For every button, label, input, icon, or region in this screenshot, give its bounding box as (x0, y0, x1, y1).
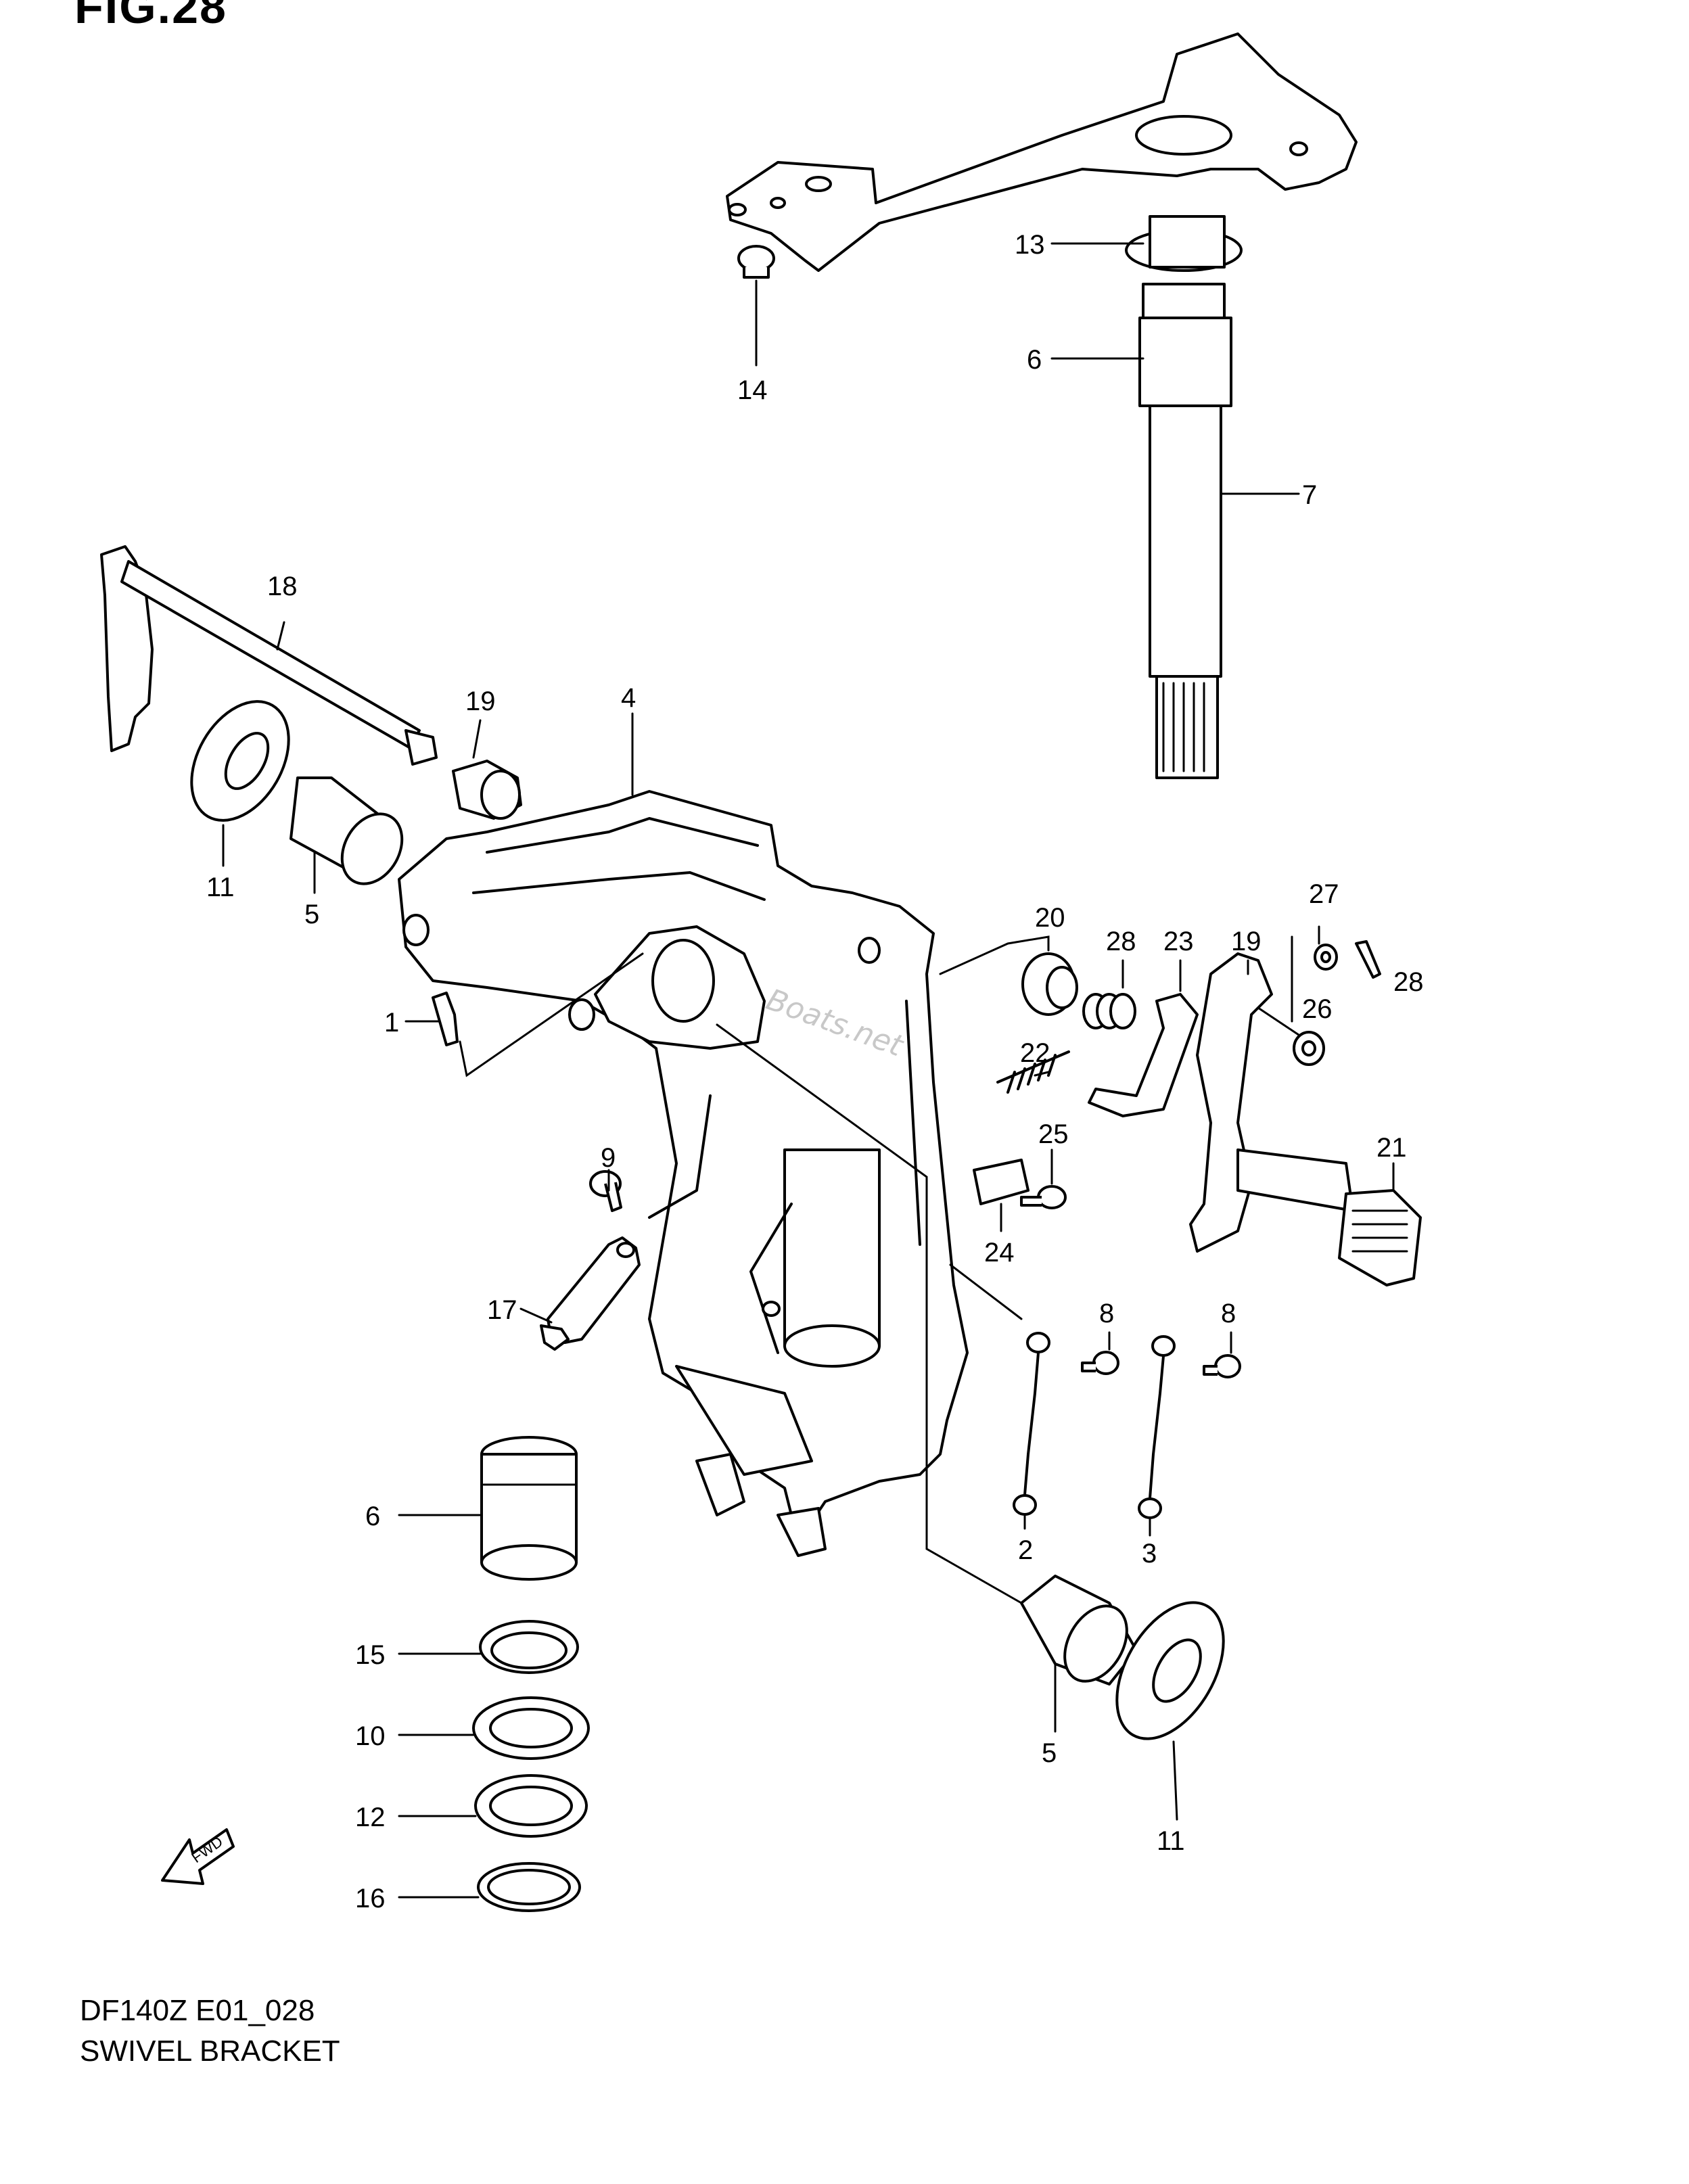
callout-14: 15 (355, 1640, 386, 1670)
callout-11-right: 11 (1157, 1826, 1185, 1856)
plate-23 (973, 1159, 1029, 1205)
washer-11-left (190, 700, 290, 822)
callout-9: 9 (601, 1143, 616, 1173)
callout-11-left: 11 (206, 873, 235, 902)
callout-19-right: 20 (1035, 903, 1065, 933)
tilt-rod (100, 545, 438, 766)
pilot-shaft (1125, 215, 1243, 779)
callout-18: 19 (1231, 927, 1262, 956)
callout-4: 4 (621, 683, 636, 713)
leader-lines (222, 242, 1395, 1899)
washer-14 (479, 1620, 579, 1674)
plug-13 (737, 245, 775, 279)
callout-28: 28 (1106, 927, 1136, 956)
washer-10 (472, 1696, 590, 1760)
callout-2: 2 (1018, 1535, 1033, 1565)
snap-ring-15 (477, 1862, 581, 1912)
swivel-bracket-body (398, 790, 969, 1557)
callout-labels: 13 6 7 14 18 19 4 11 5 1 9 17 20 28 23 2… (206, 230, 1424, 1913)
grease-nipple (432, 992, 459, 1046)
ground-wire-3 (1138, 1335, 1176, 1519)
callout-26: 27 (1309, 879, 1339, 909)
lever-18 (1189, 952, 1354, 1253)
callout-8-b: 8 (1221, 1299, 1236, 1328)
pad-20 (1338, 1189, 1422, 1286)
spring-21 (996, 1050, 1070, 1094)
callout-10: 10 (355, 1721, 386, 1751)
callout-23: 24 (984, 1238, 1015, 1268)
bolt-8-b (1203, 1354, 1241, 1378)
diagram-title: SWIVEL BRACKET (80, 2035, 340, 2068)
callout-6-lower: 6 (365, 1502, 380, 1531)
steering-bracket-arm (726, 32, 1358, 272)
callout-24: 25 (1038, 1119, 1069, 1149)
bolt-9 (589, 1170, 622, 1212)
tilt-lock-pin (540, 1236, 641, 1351)
callout-13: 14 (737, 375, 768, 405)
callout-7: 7 (1302, 480, 1317, 510)
callout-17: 18 (267, 572, 298, 601)
callout-3: 3 (1142, 1539, 1157, 1569)
fwd-arrow-icon: FWD (161, 1828, 235, 1885)
cotter-pin-27 (1355, 940, 1381, 979)
model-code: DF140Z E01_028 (80, 1994, 315, 2027)
callout-5-right: 5 (1042, 1738, 1057, 1768)
callout-19-top: 19 (465, 687, 496, 716)
figure-title: FIG.28 (74, 0, 227, 33)
washer-26 (1314, 944, 1338, 971)
bushing-19-top (452, 760, 522, 820)
callout-5-left: 5 (304, 900, 319, 929)
callout-1: 1 (384, 1008, 399, 1038)
bushing-5-right (1020, 1575, 1138, 1686)
bushing-6-lower (480, 1436, 578, 1581)
bolt-24 (1020, 1185, 1067, 1209)
callout-12-top: 13 (1015, 230, 1045, 260)
callout-25: 26 (1302, 994, 1333, 1024)
callout-20: 21 (1376, 1133, 1407, 1163)
ground-wire-2 (1013, 1332, 1050, 1516)
washer-11-right (1115, 1601, 1225, 1740)
washer-12-lower (474, 1774, 588, 1838)
callout-15: 16 (355, 1884, 386, 1913)
callout-8-a: 8 (1099, 1299, 1114, 1328)
callout-27: 28 (1393, 967, 1424, 997)
callout-12-lower: 12 (355, 1803, 386, 1832)
bushing-5-left (290, 776, 404, 885)
callout-6-top: 6 (1027, 345, 1042, 375)
bushing-19-right (1021, 952, 1078, 1016)
nut-25 (1293, 1031, 1325, 1066)
callout-21: 22 (1020, 1038, 1050, 1068)
callout-16: 17 (487, 1295, 517, 1325)
lever-22 (1088, 993, 1199, 1117)
spring-28 (1082, 993, 1136, 1029)
callout-22: 23 (1163, 927, 1194, 956)
bolt-8-a (1081, 1351, 1119, 1375)
